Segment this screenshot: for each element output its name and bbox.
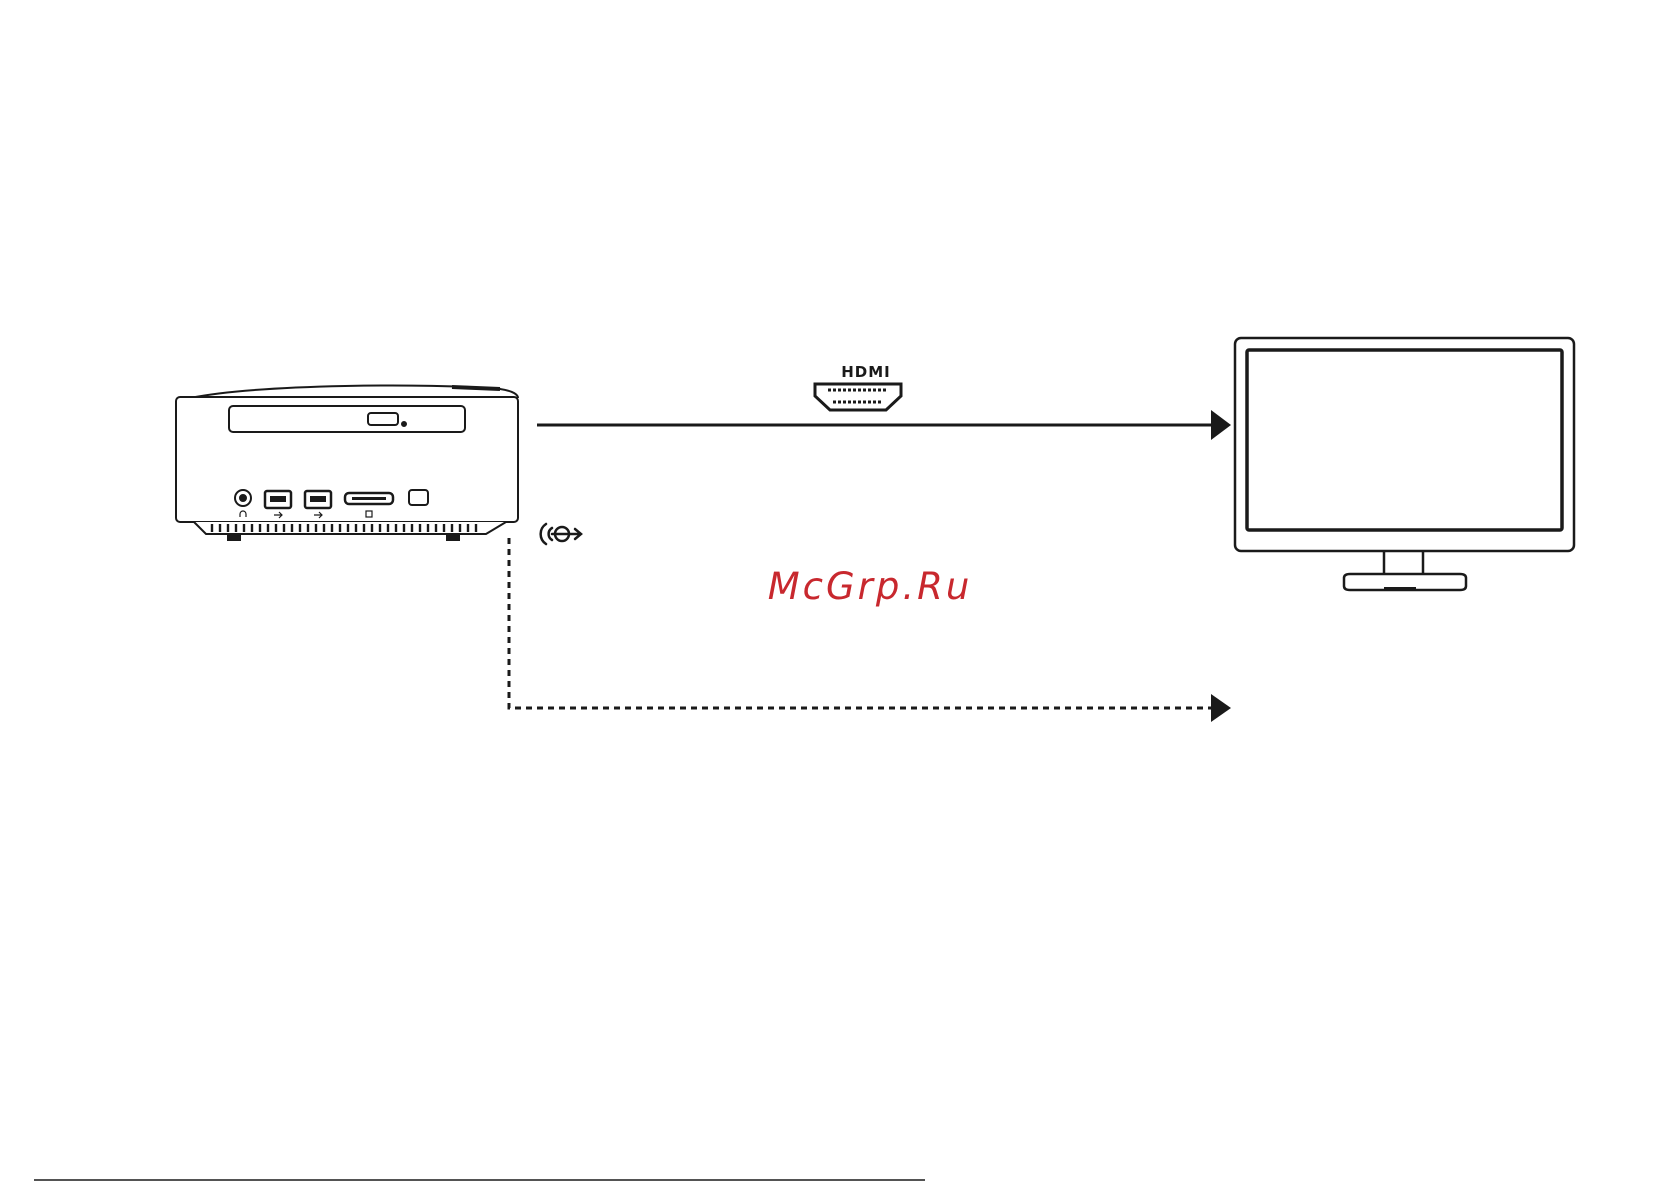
- audio-out-icon: [541, 524, 581, 544]
- audio-arrowhead: [1211, 694, 1231, 722]
- monitor-icon: [1235, 338, 1574, 590]
- watermark-text: McGrp.Ru: [740, 568, 1000, 605]
- mini-pc-icon: [176, 386, 518, 541]
- hdmi-connection: [537, 410, 1231, 440]
- hdmi-arrowhead: [1211, 410, 1231, 440]
- hdmi-label: HDMI: [841, 363, 891, 381]
- hdmi-icon: HDMI: [815, 363, 901, 410]
